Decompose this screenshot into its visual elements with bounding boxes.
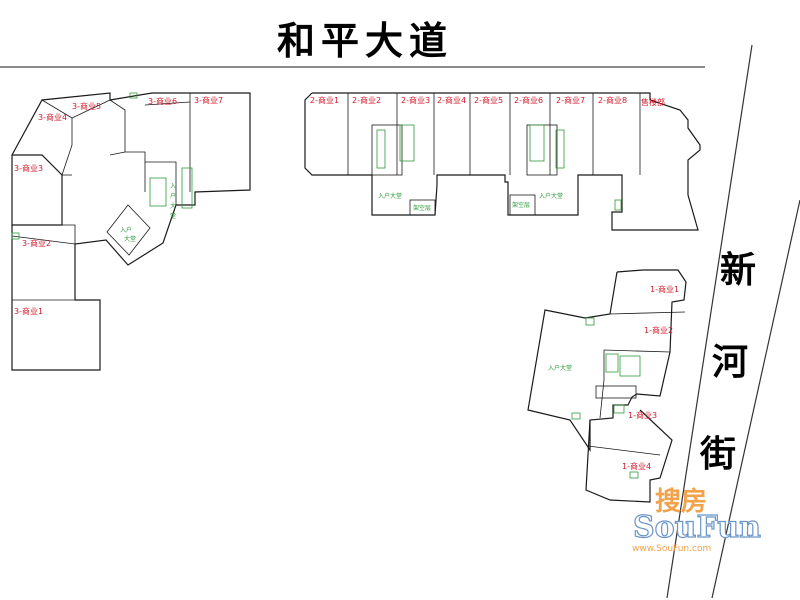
- soufun-watermark: 搜房 SouFun www.SouFun.com: [632, 487, 762, 554]
- unit-1-2: 1-商业2: [644, 325, 673, 335]
- sales-office: 售楼部: [641, 97, 665, 107]
- north-block: 2-商业1 2-商业2 2-商业3 2-商业4 2-商业5 2-商业6 2-商业…: [304, 92, 701, 231]
- unit-3-1: 3-商业1: [14, 306, 43, 316]
- unit-3-5: 3-商业5: [72, 101, 101, 111]
- watermark-url: www.SouFun.com: [632, 544, 711, 554]
- street-char-2: 河: [712, 341, 748, 383]
- east-block: 1-商业1 1-商业2 1-商业3 1-商业4 入户大堂: [527, 269, 687, 503]
- unit-2-1: 2-商业1: [310, 95, 339, 105]
- north-room-2: 架空层: [512, 201, 530, 209]
- core-char-3: 大: [170, 202, 176, 210]
- unit-2-3: 2-商业3: [401, 95, 430, 105]
- unit-3-4: 3-商业4: [38, 112, 67, 122]
- unit-2-6: 2-商业6: [514, 95, 543, 105]
- west-hall-label-2: 大堂: [124, 235, 136, 243]
- core-char-4: 堂: [170, 212, 176, 220]
- north-lobby-2: 入户大堂: [539, 192, 563, 200]
- east-lobby: 入户大堂: [548, 364, 572, 372]
- west-hall-label-1: 入户: [120, 226, 132, 234]
- unit-1-1: 1-商业1: [650, 284, 679, 294]
- unit-1-3: 1-商业3: [628, 410, 657, 420]
- street-edge-left: [666, 44, 753, 599]
- street-char-1: 新: [720, 249, 756, 291]
- unit-1-4: 1-商业4: [622, 461, 651, 471]
- watermark-brand-cn: 搜房: [655, 487, 707, 517]
- unit-3-3: 3-商业3: [14, 163, 43, 173]
- unit-2-2: 2-商业2: [352, 95, 381, 105]
- unit-2-5: 2-商业5: [474, 95, 503, 105]
- west-block: 3-商业1 3-商业2 3-商业3 3-商业4 3-商业5 3-商业6 3-商业…: [11, 92, 251, 371]
- unit-2-4: 2-商业4: [437, 95, 466, 105]
- core-char-1: 入: [170, 183, 176, 190]
- street-char-3: 街: [699, 433, 736, 475]
- core-char-2: 户: [170, 192, 176, 200]
- unit-3-6: 3-商业6: [148, 96, 177, 106]
- north-room-1: 架空层: [413, 204, 431, 212]
- street-edge-right: [711, 199, 800, 599]
- unit-2-8: 2-商业8: [598, 95, 627, 105]
- watermark-brand-en: SouFun: [633, 510, 761, 545]
- unit-3-2: 3-商业2: [22, 238, 51, 248]
- unit-3-7: 3-商业7: [194, 95, 223, 105]
- unit-2-7: 2-商业7: [556, 95, 585, 105]
- road-title-heping: 和平大道: [277, 18, 453, 63]
- north-lobby-1: 入户大堂: [378, 192, 402, 200]
